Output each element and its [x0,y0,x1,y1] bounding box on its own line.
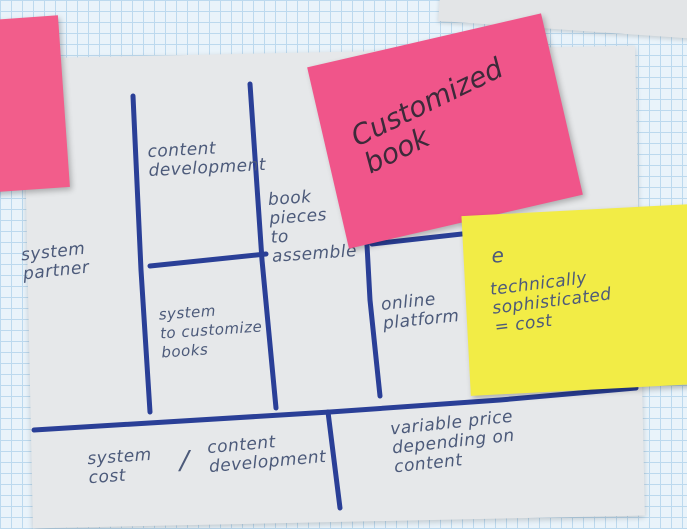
activities-resources-divider [147,251,269,269]
yellow-note-symbol: e [490,242,505,268]
system-partner-label: system partner [20,238,91,285]
key-activities-divider [247,81,279,411]
cost-separator-slash: / [180,446,190,476]
cost-revenue-divider [325,409,343,511]
bottom-divider [31,385,639,433]
online-platform-label: online platform [380,289,461,334]
customized-book-text: Customized book [345,51,509,181]
pink-sticky-note-left: f [0,15,70,193]
system-cost-label: system cost [86,444,153,489]
key-partners-divider [130,93,153,415]
content-development-label: content development [147,138,267,182]
yellow-sticky-note: e technically sophisticated = cost [461,204,687,396]
yellow-note-text: technically sophisticated = cost [488,268,613,338]
system-to-customize-label: system to customize books [158,301,263,362]
